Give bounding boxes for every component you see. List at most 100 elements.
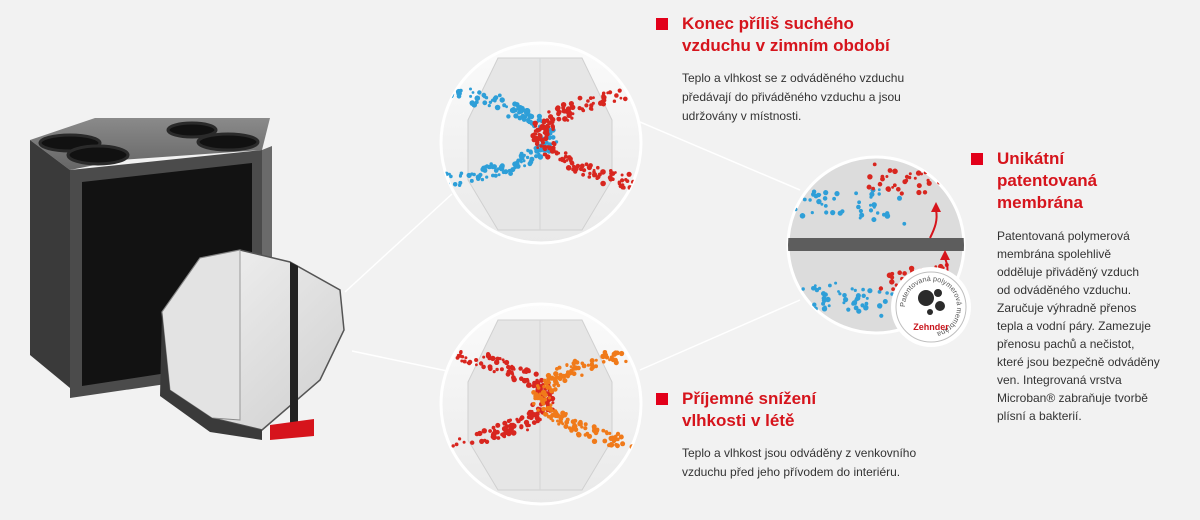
particle <box>526 411 532 416</box>
particle <box>495 367 499 372</box>
particle <box>491 425 496 430</box>
particle <box>830 210 836 216</box>
particle <box>492 370 496 374</box>
particle <box>534 411 540 417</box>
membrane-body-line: přenosu pachů a nečistot, <box>997 337 1135 351</box>
particle <box>505 105 508 109</box>
particle <box>861 287 865 292</box>
particle <box>871 202 877 208</box>
particle <box>511 375 516 380</box>
particle <box>588 106 594 111</box>
particle <box>521 117 527 122</box>
summer-detail-circle <box>439 302 643 506</box>
particle <box>602 438 608 444</box>
particle <box>583 426 588 431</box>
particle <box>945 173 951 179</box>
particle <box>477 430 483 437</box>
particle <box>583 422 588 427</box>
particle <box>527 110 531 114</box>
particle <box>522 159 526 163</box>
particle <box>542 131 547 135</box>
particle <box>620 178 625 183</box>
particle <box>877 303 883 309</box>
particle <box>492 356 496 360</box>
red-square-icon <box>656 393 668 405</box>
particle <box>459 171 464 176</box>
particle <box>612 99 617 103</box>
particle <box>474 358 479 362</box>
particle <box>482 355 486 359</box>
particle <box>565 165 572 171</box>
particle <box>823 305 827 309</box>
particle <box>565 417 570 422</box>
particle <box>867 288 873 294</box>
particle <box>569 365 573 368</box>
particle <box>533 371 539 377</box>
summer-particles <box>451 350 636 450</box>
particle <box>620 173 624 177</box>
particle <box>560 410 566 416</box>
molecule-icon <box>918 290 934 306</box>
particle <box>511 372 515 376</box>
particle <box>547 110 551 114</box>
particle <box>580 107 585 111</box>
particle <box>563 154 568 159</box>
particle <box>866 184 872 190</box>
particle <box>853 305 859 311</box>
particle <box>553 377 557 382</box>
winter-description: Teplo a vlhkost se z odváděného vzduchu … <box>682 69 946 126</box>
particle <box>916 183 922 189</box>
particle <box>534 132 538 136</box>
summer-body-line1: Teplo a vlhkost jsou odváděny z venkovní… <box>682 446 917 460</box>
particle <box>557 376 563 382</box>
particle <box>788 284 791 290</box>
particle <box>485 175 489 179</box>
particle <box>519 416 524 421</box>
particle <box>591 438 598 444</box>
particle <box>510 108 514 113</box>
membrane-title-line2: patentovaná <box>997 171 1098 190</box>
particle <box>802 197 807 202</box>
particle <box>827 304 831 308</box>
membrane-body-line: Zaručuje výhradně přenos <box>997 301 1137 315</box>
particle <box>842 293 847 298</box>
heat-exchanger-core <box>160 249 345 440</box>
membrane-body-line: membrána spolehlivě <box>997 247 1112 261</box>
particle <box>526 383 531 388</box>
particle <box>869 195 873 199</box>
particle <box>549 416 553 421</box>
winter-title-line1: Konec příliš suchého <box>682 14 854 33</box>
particle <box>812 302 817 307</box>
particle <box>607 175 613 181</box>
particle <box>485 353 492 359</box>
particle <box>595 427 600 432</box>
membrane-body-line: Patentovaná polymerová <box>997 229 1130 243</box>
particle <box>536 113 543 119</box>
particle <box>547 396 552 400</box>
particle <box>609 169 613 173</box>
particle <box>464 356 468 360</box>
particle <box>620 441 626 447</box>
particle <box>617 88 622 93</box>
particle <box>598 100 604 106</box>
particle <box>474 100 478 104</box>
particle <box>608 358 612 362</box>
particle <box>920 172 923 176</box>
winter-heading: Konec příliš suchého vzduchu v zimním ob… <box>656 13 946 57</box>
particle <box>811 189 817 194</box>
particle <box>499 367 504 372</box>
particle <box>788 306 792 313</box>
particle <box>543 135 549 141</box>
particle <box>821 295 827 301</box>
particle <box>878 286 884 291</box>
particle <box>550 123 555 129</box>
particle <box>504 359 510 366</box>
particle <box>551 401 555 405</box>
summer-title-line1: Příjemné snížení <box>682 389 817 408</box>
particle <box>588 163 593 168</box>
particle <box>885 175 889 178</box>
particle <box>872 162 877 167</box>
particle <box>515 417 519 421</box>
particle <box>871 217 877 223</box>
particle <box>533 124 538 128</box>
